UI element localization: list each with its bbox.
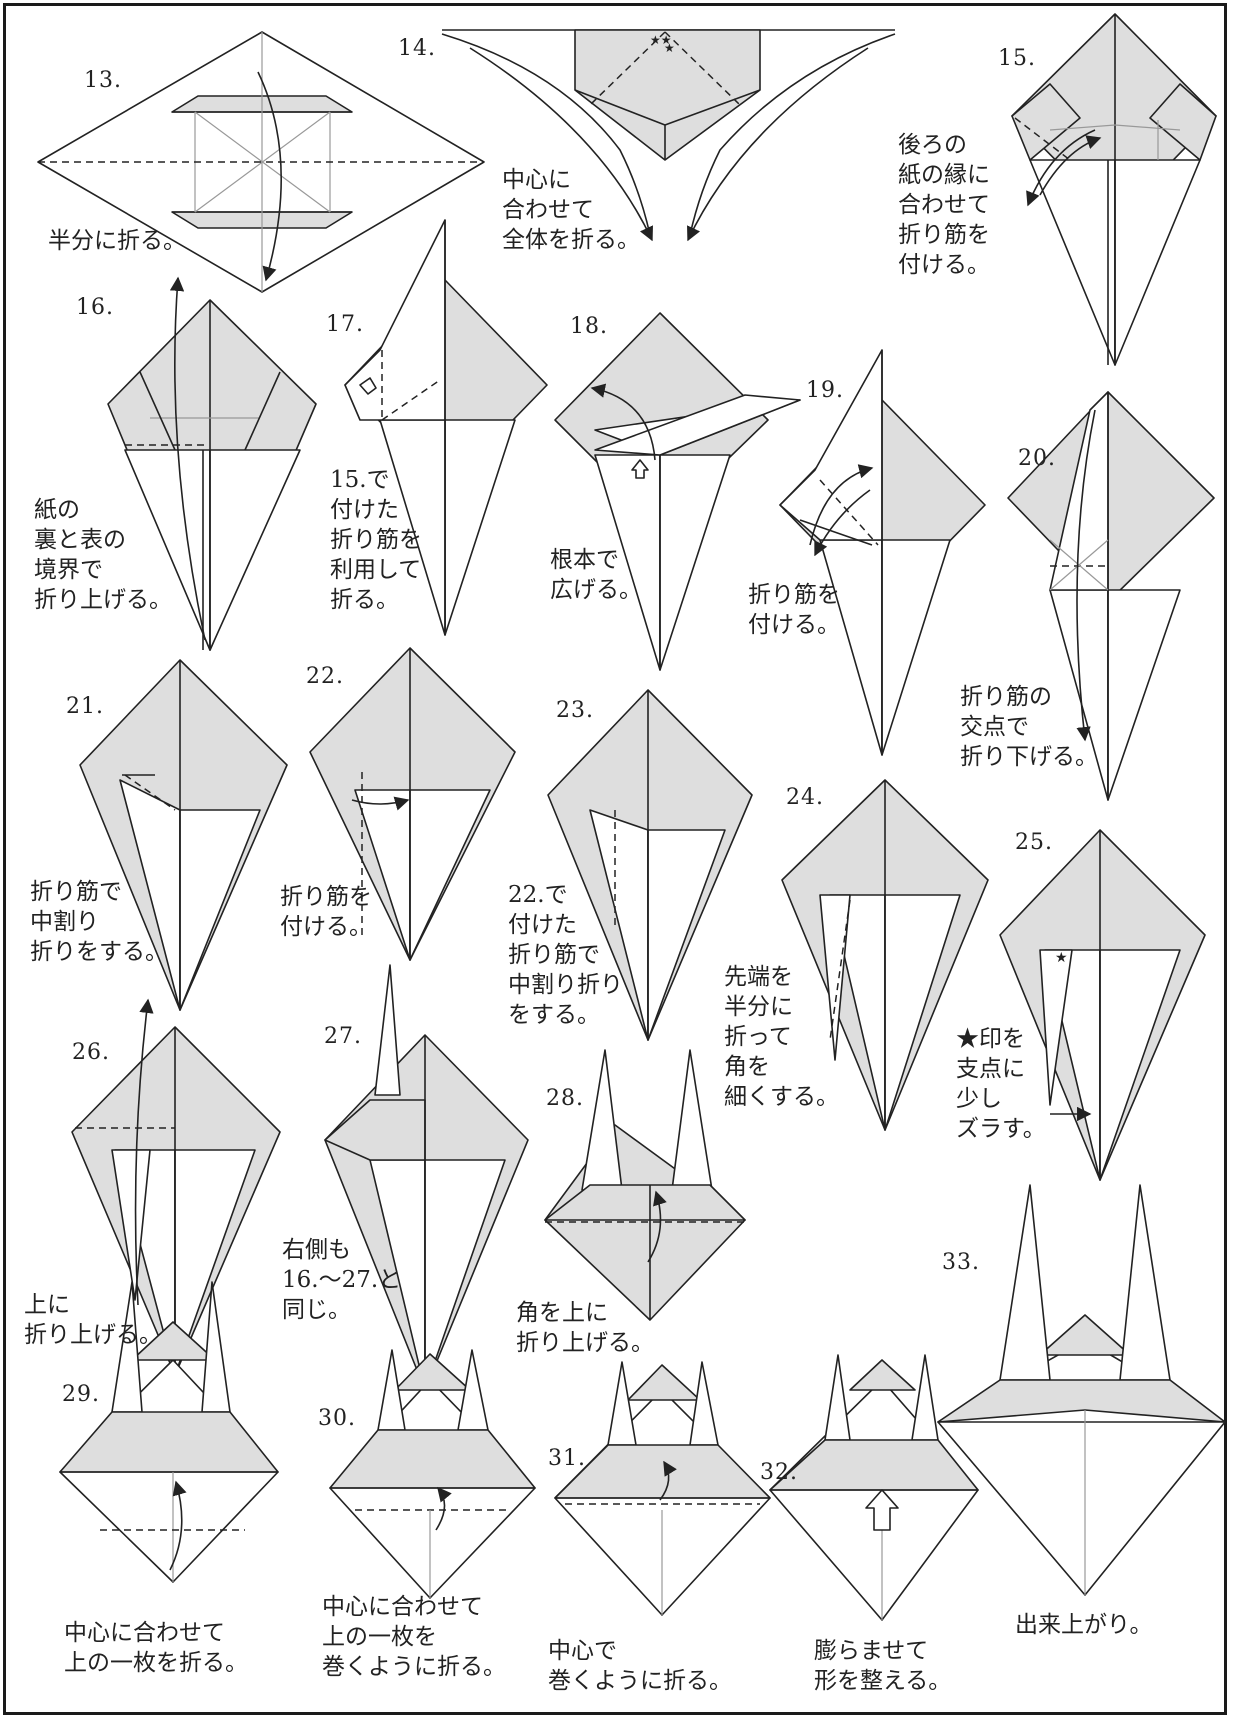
step-18-caption: 根本で 広げる。 [550, 547, 642, 603]
step-26-figure [71, 998, 281, 1376]
step-31-number: 31. [548, 1446, 586, 1471]
step-16-caption: 紙の 裏と表の 境界で 折り上げる。 [34, 497, 172, 613]
step-25-number: 25. [1015, 830, 1053, 855]
step-30-number: 30. [318, 1406, 356, 1431]
step-32-caption: 膨らませて 形を整える。 [814, 1638, 952, 1694]
svg-text:★: ★ [664, 41, 675, 55]
step-20-number: 20. [1018, 446, 1056, 471]
step-24-number: 24. [786, 785, 824, 810]
step-33-caption: 出来上がり。 [1015, 1612, 1153, 1638]
step-25-caption: ★印を 支点に 少し ズラす。 [956, 1026, 1046, 1142]
step-20-caption: 折り筋の 交点で 折り下げる。 [960, 684, 1098, 770]
step-14-figure: ★★ ★ [441, 29, 896, 242]
step-30-caption: 中心に合わせて 上の一枚を 巻くように折る。 [322, 1594, 506, 1680]
step-19-figure [779, 349, 986, 756]
step-21-caption: 折り筋で 中割り 折りをする。 [30, 879, 168, 965]
step-21-figure [79, 659, 288, 1011]
step-31-caption: 中心で 巻くように折る。 [548, 1638, 732, 1694]
step-13-number: 13. [84, 68, 122, 93]
step-24-figure [781, 779, 989, 1131]
step-32-figure [769, 1354, 979, 1621]
step-21-number: 21. [66, 694, 104, 719]
step-19-number: 19. [806, 378, 844, 403]
svg-text:★★: ★★ [650, 33, 672, 47]
step-27-figure [324, 964, 529, 1391]
step-23-caption: 22.で 付けた 折り筋で 中割り折り をする。 [508, 882, 623, 1028]
step-33-number: 33. [942, 1250, 980, 1275]
step-22-figure [309, 647, 516, 961]
svg-text:★: ★ [1055, 950, 1068, 966]
step-28-caption: 角を上に 折り上げる。 [516, 1300, 654, 1356]
step-19-caption: 折り筋を 付ける。 [748, 582, 840, 638]
step-25-figure: ★ [999, 829, 1206, 1181]
page-border [3, 3, 1227, 1715]
step-29-figure [59, 1281, 279, 1583]
step-16-number: 16. [76, 295, 114, 320]
step-13-caption: 半分に折る。 [48, 228, 186, 254]
step-17-figure [344, 219, 548, 636]
step-16-figure [107, 276, 317, 651]
step-20-figure [1007, 391, 1215, 801]
step-15-caption: 後ろの 紙の縁に 合わせて 折り筋を 付ける。 [898, 132, 990, 278]
step-23-number: 23. [556, 698, 594, 723]
step-22-number: 22. [306, 664, 344, 689]
step-15-number: 15. [998, 46, 1036, 71]
step-22-caption: 折り筋を 付ける。 [280, 884, 372, 940]
step-15-figure [1011, 13, 1217, 366]
step-31-figure [554, 1361, 771, 1616]
step-29-number: 29. [62, 1382, 100, 1407]
step-27-caption: 右側も 16.〜27.と 同じ。 [282, 1237, 402, 1323]
step-17-caption: 15.で 付けた 折り筋を 利用して 折る。 [330, 467, 422, 613]
step-30-figure [329, 1349, 536, 1599]
step-18-number: 18. [570, 314, 608, 339]
step-28-number: 28. [546, 1086, 584, 1111]
step-28-figure [544, 1049, 746, 1321]
step-23-figure [547, 689, 753, 1041]
step-33-figure [937, 1184, 1226, 1596]
step-26-number: 26. [72, 1040, 110, 1065]
step-29-caption: 中心に合わせて 上の一枚を折る。 [64, 1620, 248, 1676]
step-13-figure [37, 31, 485, 293]
step-27-number: 27. [324, 1024, 362, 1049]
step-14-number: 14. [398, 36, 436, 61]
step-24-caption: 先端を 半分に 折って 角を 細くする。 [724, 964, 839, 1110]
step-26-caption: 上に 折り上げる。 [24, 1292, 162, 1348]
step-17-number: 17. [326, 312, 364, 337]
step-18-figure [554, 312, 801, 671]
step-14-caption: 中心に 合わせて 全体を折る。 [502, 167, 640, 253]
step-32-number: 32. [760, 1460, 798, 1485]
